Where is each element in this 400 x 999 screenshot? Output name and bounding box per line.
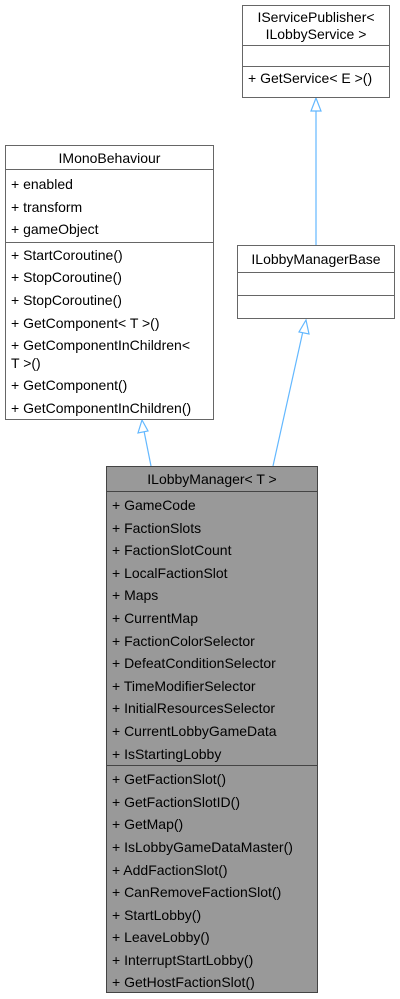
attributes-section: + enabled + transform + gameObject xyxy=(6,169,213,242)
method-row: + StopCoroutine() xyxy=(11,269,122,286)
method-row: + IsLobbyGameDataMaster() xyxy=(112,838,293,855)
class-title-line: ILobbyService > xyxy=(265,26,367,42)
attribute-row: + LocalFactionSlot xyxy=(112,564,228,581)
method-row: + GetFactionSlot() xyxy=(112,771,226,788)
attribute-row: + enabled xyxy=(11,176,73,192)
method-row: + GetComponentInChildren< T >() xyxy=(11,337,190,372)
methods-section: + GetService< E >() xyxy=(243,66,389,89)
method-row: + StartCoroutine() xyxy=(11,246,123,263)
method-row: + CanRemoveFactionSlot() xyxy=(112,884,282,901)
class-title: IMonoBehaviour xyxy=(58,150,161,166)
arrowhead-base xyxy=(298,318,310,335)
attribute-row: + gameObject xyxy=(11,221,99,238)
arrowhead-mono xyxy=(137,418,149,434)
attribute-row: + FactionSlotCount xyxy=(112,542,232,559)
attribute-row: + CurrentLobbyGameData xyxy=(112,722,277,739)
method-row: + GetMap() xyxy=(112,816,184,833)
method-row: + GetComponent() xyxy=(11,377,128,394)
attributes-section xyxy=(243,45,389,66)
method-row: + StopCoroutine() xyxy=(11,291,122,308)
method-row: + GetService< E >() xyxy=(248,70,373,86)
attributes-section: + GameCode + FactionSlots + FactionSlotC… xyxy=(107,491,317,765)
attribute-row: + Maps xyxy=(112,587,159,604)
class-mono-behaviour: IMonoBehaviour + enabled + transform + g… xyxy=(5,145,214,420)
arrowhead-publisher xyxy=(310,96,322,112)
methods-section xyxy=(238,295,394,318)
class-lobby-manager: ILobbyManager< T > + GameCode + FactionS… xyxy=(106,466,318,993)
methods-section: + StartCoroutine() + StopCoroutine() + S… xyxy=(6,241,213,422)
method-row: + GetComponent< T >() xyxy=(11,314,160,331)
attribute-row: + transform xyxy=(11,198,83,215)
method-row: + GetFactionSlotID() xyxy=(112,793,240,810)
method-row: + AddFactionSlot() xyxy=(112,861,228,878)
attribute-row: + TimeModifierSelector xyxy=(112,677,256,694)
attribute-row: + FactionColorSelector xyxy=(112,632,255,649)
methods-section: + GetFactionSlot() + GetFactionSlotID() … xyxy=(107,765,317,996)
method-row: + InterruptStartLobby() xyxy=(112,951,254,968)
attribute-row: + IsStartingLobby xyxy=(112,745,222,762)
attribute-row: + InitialResourcesSelector xyxy=(112,700,276,717)
class-title: ILobbyManagerBase xyxy=(251,251,381,267)
method-row: + LeaveLobby() xyxy=(112,929,210,946)
method-row: + GetHostFactionSlot() xyxy=(112,974,255,991)
class-title-line: IServicePublisher< xyxy=(257,9,375,25)
attribute-row: + CurrentMap xyxy=(112,609,198,626)
class-service-publisher: IServicePublisher< ILobbyService > + Get… xyxy=(242,5,390,98)
edge-manager-to-mono xyxy=(143,430,152,467)
attributes-section xyxy=(238,272,394,295)
class-lobby-manager-base: ILobbyManagerBase xyxy=(237,245,395,319)
class-title: ILobbyManager< T > xyxy=(147,471,277,487)
attribute-row: + FactionSlots xyxy=(112,519,202,536)
class-title: IServicePublisher< ILobbyService > xyxy=(243,6,389,45)
attribute-row: + GameCode xyxy=(112,497,196,513)
method-row: + StartLobby() xyxy=(112,906,202,923)
edge-manager-to-base xyxy=(272,330,304,467)
attribute-row: + DefeatConditionSelector xyxy=(112,655,276,672)
method-row: + GetComponentInChildren() xyxy=(11,399,192,416)
